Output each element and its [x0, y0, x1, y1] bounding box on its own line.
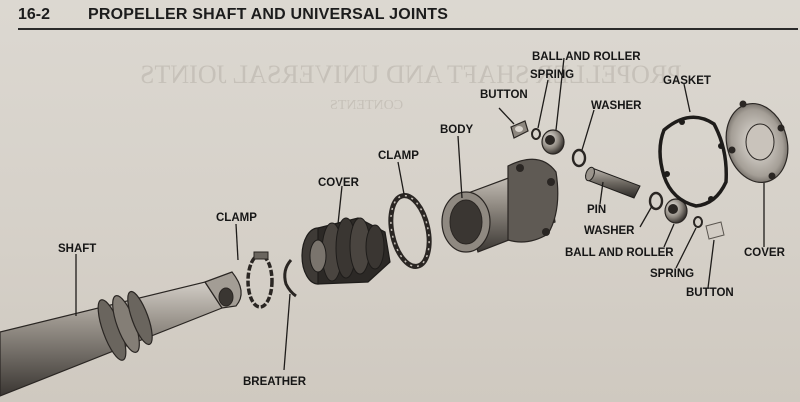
breather-part [283, 258, 297, 298]
leader-lines [75, 57, 765, 371]
label-spring-bottom: SPRING [650, 268, 695, 280]
label-cover-right: COVER [744, 247, 785, 259]
label-ball-and-roller-bottom: BALL AND ROLLER [565, 247, 674, 259]
label-body: BODY [440, 124, 474, 136]
label-pin: PIN [587, 204, 607, 216]
clamp-right-part [388, 193, 432, 269]
label-button-top: BUTTON [480, 89, 528, 101]
clamp-left-part [246, 251, 274, 309]
spring-top-part [531, 128, 541, 140]
ball-and-roller-bottom-part [664, 198, 688, 224]
spring-bottom-part [693, 216, 703, 228]
ball-and-roller-top-part [541, 129, 565, 155]
gasket-part [658, 115, 728, 208]
label-clamp-right: CLAMP [378, 150, 419, 162]
label-shaft: SHAFT [58, 243, 97, 255]
washer-top-part [571, 148, 587, 168]
body-part [441, 158, 559, 253]
label-cover-left: COVER [318, 177, 359, 189]
header-rule [18, 28, 798, 30]
label-ball-and-roller-top: BALL AND ROLLER [532, 51, 641, 63]
label-breather: BREATHER [243, 376, 307, 388]
cover-right-part [725, 100, 789, 184]
washer-bottom-part [648, 191, 664, 211]
page-header: 16-2 PROPELLER SHAFT AND UNIVERSAL JOINT… [18, 6, 798, 30]
label-washer-top: WASHER [591, 100, 642, 112]
label-washer-bottom: WASHER [584, 225, 635, 237]
shaft-part [0, 271, 242, 397]
pin-part [585, 166, 641, 199]
button-top-part [510, 120, 529, 139]
label-spring-top: SPRING [530, 69, 575, 81]
page-title: PROPELLER SHAFT AND UNIVERSAL JOINTS [88, 6, 449, 23]
page-number: 16-2 [18, 6, 51, 23]
label-gasket: GASKET [663, 75, 711, 87]
label-button-bottom: BUTTON [686, 287, 734, 299]
label-clamp-left: CLAMP [216, 212, 257, 224]
button-bottom-part [705, 221, 725, 240]
cover-left-part [301, 217, 391, 285]
